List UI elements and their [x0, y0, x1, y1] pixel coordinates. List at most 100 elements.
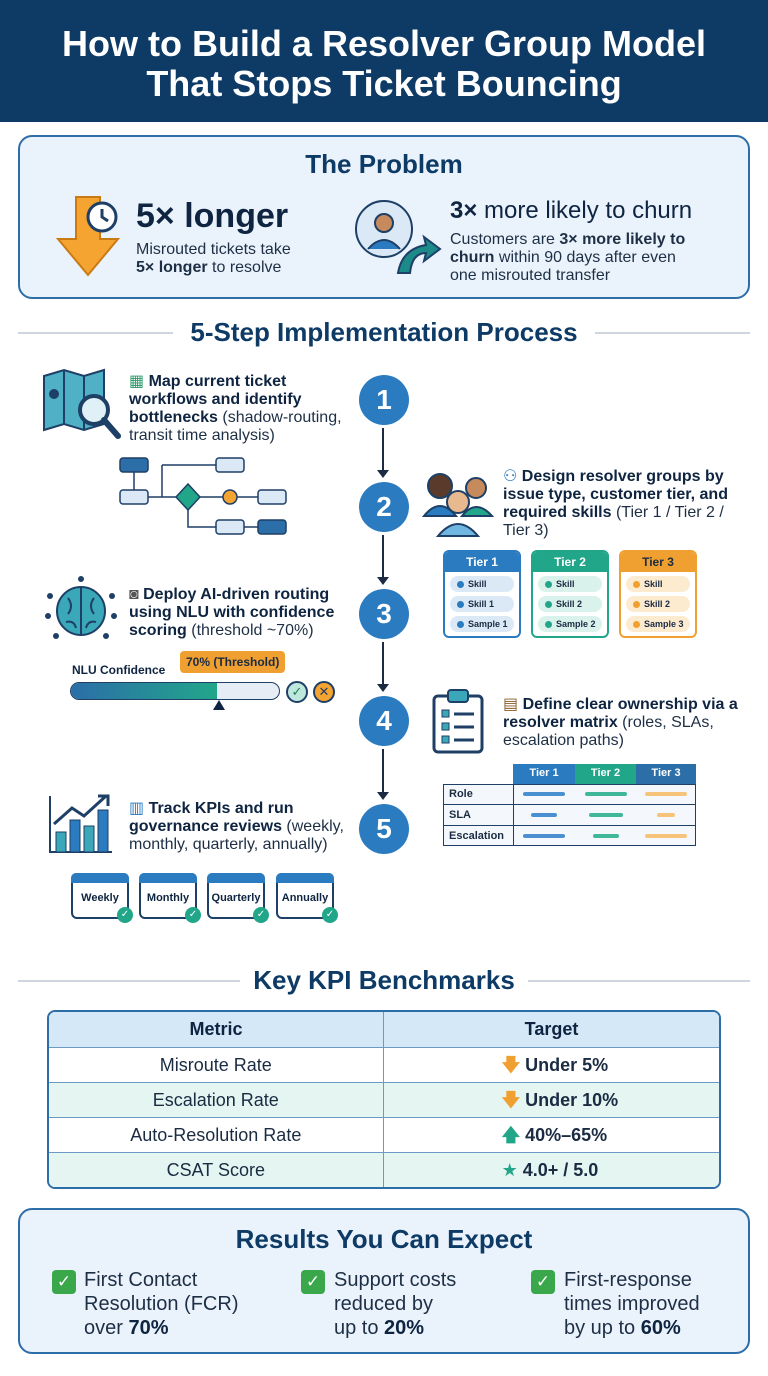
stat1-text-bold: 5× longer [136, 259, 208, 276]
matrix-col-label: Tier 1 [529, 767, 559, 779]
flow-arrow [382, 535, 384, 577]
target-value: Under 10% [525, 1090, 619, 1110]
matrix-row-line [443, 804, 696, 805]
map-icon [43, 368, 121, 439]
nlu-confidence-bar [70, 682, 280, 700]
matrix-bar [645, 834, 687, 838]
metric-cell: Auto-Resolution Rate [49, 1118, 384, 1152]
flow-arrow-head [377, 684, 389, 692]
metric-cell: Escalation Rate [49, 1083, 384, 1117]
table-row: CSAT Score ★ 4.0+ / 5.0 [49, 1152, 719, 1187]
matrix-header-cell [575, 764, 636, 784]
result-line: Resolution (FCR) [84, 1293, 239, 1315]
tier-chip: Skill [626, 576, 690, 592]
chip-label: Sample 1 [468, 619, 508, 629]
calendar-label: Annually [281, 892, 329, 904]
problem-panel: The Problem 5× longer Misrouted tickets … [18, 135, 750, 299]
result-line: by up to [564, 1317, 641, 1339]
step3-rest: (threshold ~70%) [186, 622, 314, 639]
table-row: Misroute Rate 🡇 Under 5% [49, 1047, 719, 1082]
stat2-headline-rest: more likely to churn [477, 197, 693, 224]
matrix-bar [645, 792, 687, 796]
threshold-badge: 70% (Threshold) [180, 651, 286, 673]
tier-chip: Sample 1 [450, 616, 514, 632]
matrix-bar [593, 834, 619, 838]
chip-label: Skill [556, 579, 575, 589]
step1-text: ▦ Map current ticket workflows and ident… [129, 373, 359, 445]
check-icon: ✓ [322, 907, 338, 923]
calendar-top [139, 873, 197, 883]
page-title: How to Build a Resolver Group Model That… [0, 24, 768, 104]
robot-icon: ◙ [129, 586, 144, 603]
stat1-text: Misrouted tickets take 5× longer to reso… [136, 241, 291, 277]
stat2-text: Customers are 3× more likely to churn wi… [450, 231, 685, 285]
calendar-label: Weekly [81, 892, 119, 904]
link-icon [457, 601, 464, 609]
check-icon: ✓ [185, 907, 201, 923]
title-line-2: That Stops Ticket Bouncing [146, 63, 622, 104]
result-line: up to [334, 1317, 385, 1339]
result-item-fcr: First Contact Resolution (FCR) over 70% [84, 1268, 238, 1340]
matrix-bar [585, 792, 627, 796]
tier-chip: Skill 2 [538, 596, 602, 612]
flow-arrow-head [377, 792, 389, 800]
tier-chip: Skill 2 [626, 596, 690, 612]
result-value: 60% [640, 1317, 681, 1339]
step-number-4: 4 [359, 696, 409, 746]
growth-chart-icon [49, 794, 112, 853]
result-line: First-response [564, 1269, 692, 1291]
wrench-icon [545, 581, 552, 589]
stat1-text-rest: to resolve [207, 259, 282, 276]
step4-rest: (roles, SLAs, escalation paths) [503, 714, 714, 749]
result-item-costs: Support costs reduced by up to 20% [334, 1268, 456, 1340]
chip-label: Skill [644, 579, 663, 589]
matrix-header-cell [636, 764, 696, 784]
calendar-quarterly: Quarterly✓ [207, 873, 269, 923]
matrix-col-line [513, 784, 514, 846]
workflow-diagram [119, 457, 287, 535]
check-icon: ✓ [117, 907, 133, 923]
kpi-table: Metric Target Misroute Rate 🡇 Under 5% E… [47, 1010, 721, 1189]
tier-card-3: Tier 3 Skill Skill 2 Sample 3 [619, 550, 697, 638]
step5-text: ▥ Track KPIs and run governance reviews … [129, 800, 361, 854]
stat1-headline: 5× longer [136, 197, 289, 235]
people-icon: ⚇ [503, 468, 522, 485]
table-header-row: Metric Target [49, 1012, 719, 1047]
matrix-bar [531, 813, 557, 817]
arrow-down-icon: 🡇 [501, 1090, 526, 1110]
target-cell: 🡅 40%–65% [384, 1118, 719, 1152]
person-icon [457, 621, 464, 629]
flow-arrow-head [377, 470, 389, 478]
calendar-top [71, 873, 129, 883]
stat2-headline-bold: 3× [450, 197, 478, 224]
step1-bold: Map current ticket workflows and identif… [129, 373, 302, 426]
calendar-label: Quarterly [211, 892, 261, 904]
grid-icon [633, 581, 640, 589]
result-line: First Contact [84, 1269, 198, 1291]
arrow-up-icon: 🡅 [501, 1125, 526, 1145]
result-value: 20% [384, 1317, 425, 1339]
tier-chip: Sample 2 [538, 616, 602, 632]
target-value: 4.0+ / 5.0 [522, 1160, 599, 1180]
matrix-row-label: SLA [449, 809, 471, 821]
calendar-top [207, 873, 265, 883]
step4-bold: Define clear ownership via a resolver ma… [503, 696, 738, 731]
team-icon [421, 473, 495, 537]
step2-text: ⚇ Design resolver groups by issue type, … [503, 468, 733, 540]
matrix-row-label: Role [449, 788, 473, 800]
checkmark-icon: ✓ [531, 1270, 555, 1294]
threshold-marker [213, 700, 225, 710]
divider [595, 332, 750, 334]
tier-header: Tier 2 [533, 552, 607, 572]
step-number-2: 2 [359, 482, 409, 532]
tier-chip: Sample 3 [626, 616, 690, 632]
checkmark-icon: ✓ [301, 1270, 325, 1294]
step5-bold: Track KPIs and run governance reviews [129, 800, 294, 835]
metric-cell: Misroute Rate [49, 1048, 384, 1082]
result-line: times improved [564, 1293, 700, 1315]
stat1-text-1: Misrouted tickets take [136, 241, 291, 258]
person-icon [457, 581, 464, 589]
bar-chart-icon: ▥ [129, 800, 149, 817]
nlu-confidence-fill [71, 683, 217, 699]
stat2-line2-bold: churn [450, 249, 495, 266]
